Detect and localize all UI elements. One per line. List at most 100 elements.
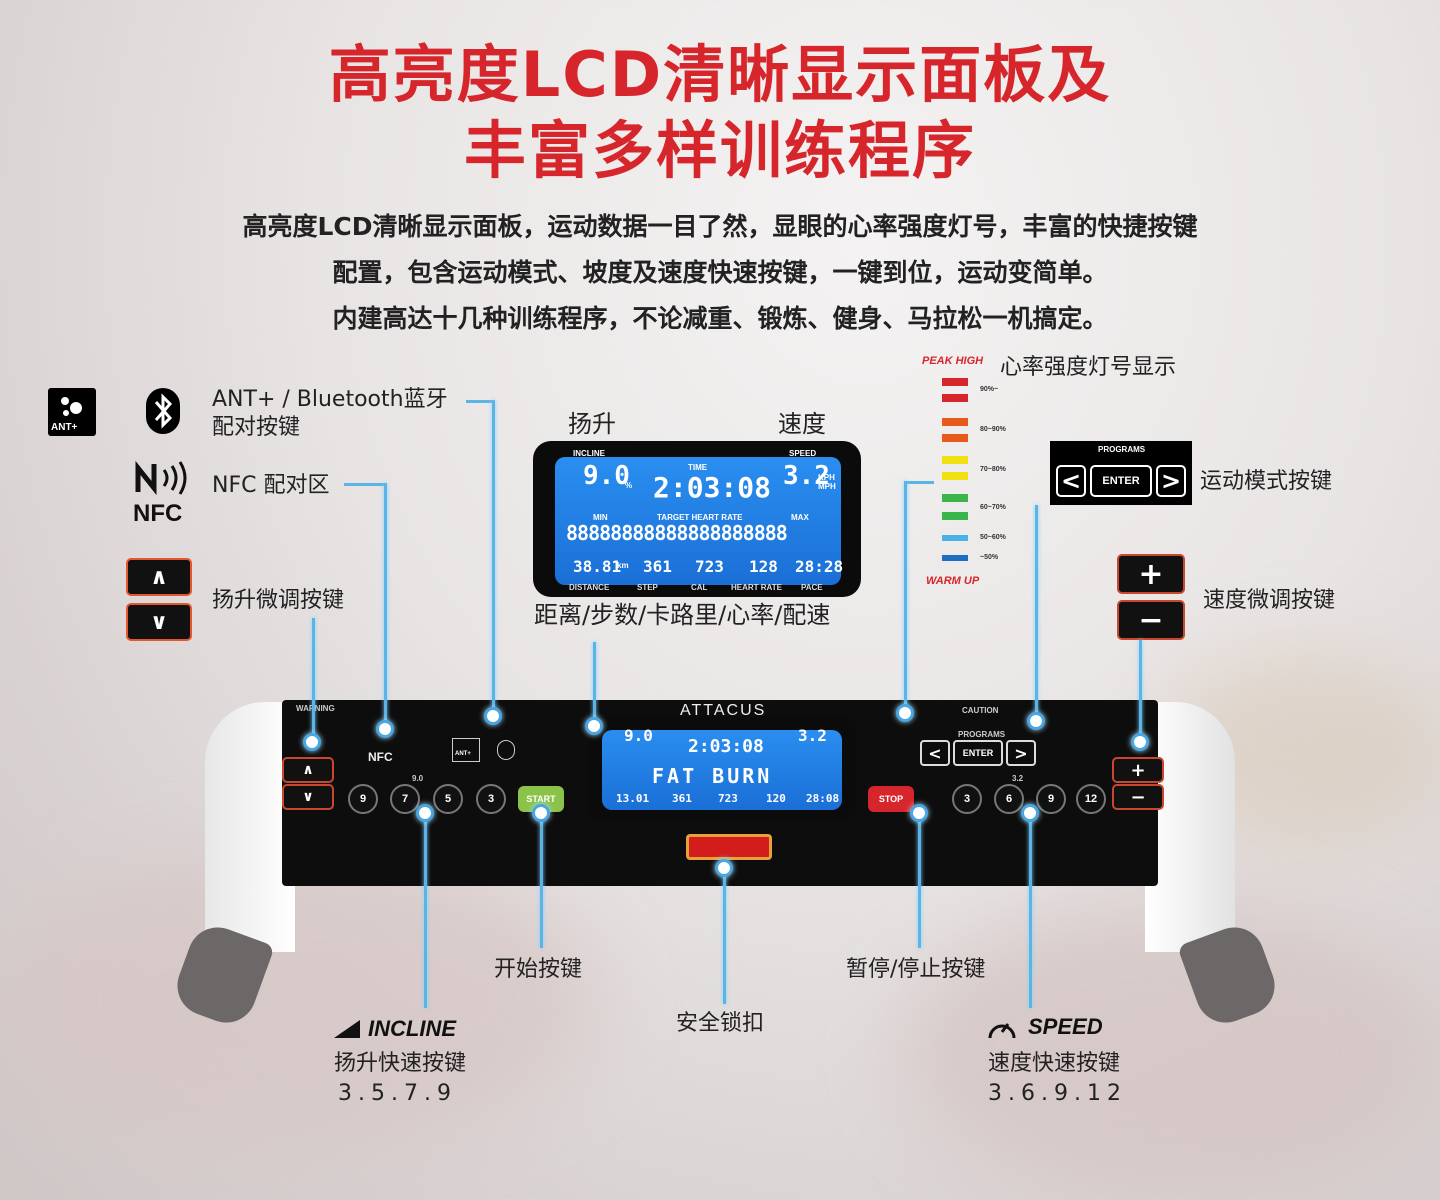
incline-5-button[interactable]: 5: [433, 784, 463, 814]
hr-bar-orange: [942, 434, 968, 442]
callout-line: [1035, 505, 1038, 721]
console-prog-right-button[interactable]: >: [1006, 740, 1036, 766]
left-handle: [205, 702, 295, 952]
hr-level: 90%~: [980, 386, 999, 393]
incline-3-button[interactable]: 3: [476, 784, 506, 814]
hr-level: 60~70%: [980, 504, 1006, 511]
console-ant-label: ANT+: [455, 751, 471, 757]
hr-bar-red: [942, 378, 968, 386]
console-incline: 9.0: [412, 774, 424, 783]
lcd-speed-label: SPEED: [789, 449, 817, 458]
speed-quick-values: 3.6.9.12: [988, 1081, 1127, 1106]
speed-label: 速度: [778, 410, 826, 438]
incline-7-button[interactable]: 7: [390, 784, 420, 814]
callout-dot: [484, 707, 502, 725]
incline-adjust-label: 扬升微调按键: [212, 588, 345, 613]
incline-up-button-icon: ∧: [126, 558, 192, 596]
callout-dot: [416, 804, 434, 822]
lcd-hr: 128: [749, 557, 778, 576]
callout-dot: [1131, 733, 1149, 751]
callout-line: [904, 481, 934, 484]
lcd-mph: MPH: [818, 482, 836, 491]
callout-line: [904, 481, 907, 713]
speed-quick-label: 速度快速按键: [988, 1051, 1121, 1076]
right-handle: [1145, 702, 1235, 952]
lcd-incline-value: 9.0: [583, 461, 630, 491]
ant-label: ANT+: [51, 422, 78, 433]
speed-adjust-label: 速度微调按键: [1203, 588, 1336, 613]
page-title: 高亮度LCD清晰显示面板及: [328, 38, 1112, 111]
callout-line: [424, 814, 427, 1008]
hr-bar-yellow: [942, 472, 968, 480]
lcd-time-label: TIME: [688, 463, 708, 472]
console-prog-left-button[interactable]: <: [920, 740, 950, 766]
lcd-dist-label: DISTANCE: [569, 583, 610, 592]
callout-line: [1029, 814, 1032, 1008]
lcd-pace-label: PACE: [801, 583, 823, 592]
incline-down-button-icon: ∨: [126, 603, 192, 641]
hr-warm-label: WARM UP: [926, 575, 980, 587]
nfc-icon: [132, 458, 192, 498]
lcd-cal-label: CAL: [691, 583, 708, 592]
speed-minus-icon: −: [1117, 600, 1185, 640]
incline-quick-label: 扬升快速按键: [334, 1051, 467, 1076]
hr-level: 50~60%: [980, 534, 1006, 541]
callout-dot: [715, 859, 733, 877]
console-incline-down-button[interactable]: ∨: [282, 784, 334, 810]
speed-quick-title: SPEED: [1028, 1014, 1103, 1039]
lcd-speed-value: 3.2: [783, 461, 830, 491]
hr-bar-orange: [942, 418, 968, 426]
callout-line: [312, 618, 315, 742]
hr-bar-lightblue: [942, 535, 968, 541]
callout-line: [344, 483, 386, 486]
bluetooth-icon: [146, 388, 180, 434]
lcd-hr-label: HEART RATE: [731, 583, 782, 592]
speed-6-button[interactable]: 6: [994, 784, 1024, 814]
nfc-label: NFC: [133, 500, 183, 527]
console-bluetooth-icon[interactable]: [497, 740, 515, 760]
ant-icon: ANT+: [48, 388, 96, 436]
incline-9-button[interactable]: 9: [348, 784, 378, 814]
console-lcd: 9.0 2:03:08 3.2 FAT BURN 13.01 361 723 1…: [588, 716, 856, 820]
nfc-pair-label: NFC 配对区: [212, 473, 330, 498]
console-incline-up-button[interactable]: ∧: [282, 757, 334, 783]
start-key-label: 开始按键: [494, 957, 583, 982]
lcd-step: 361: [643, 557, 672, 576]
hr-bar-green: [942, 512, 968, 520]
stop-key-label: 暂停/停止按键: [846, 957, 986, 982]
programs-left-icon: <: [1056, 465, 1086, 497]
hr-bar-yellow: [942, 456, 968, 464]
programs-panel: PROGRAMS < ENTER >: [1050, 441, 1192, 505]
callout-dot: [303, 733, 321, 751]
hr-bar-green: [942, 494, 968, 502]
console-incline-value: 9.0: [624, 726, 653, 745]
callout-line: [384, 483, 387, 729]
lcd-time-value: 2:03:08: [653, 471, 772, 504]
console-speed-minus-button[interactable]: −: [1112, 784, 1164, 810]
callout-dot: [896, 704, 914, 722]
hr-level: 80~90%: [980, 426, 1006, 433]
console-speed-plus-button[interactable]: +: [1112, 757, 1164, 783]
speed-9-button[interactable]: 9: [1036, 784, 1066, 814]
speed-3-button[interactable]: 3: [952, 784, 982, 814]
callout-line: [466, 400, 494, 403]
lcd-screen: [555, 457, 841, 585]
bg-blob: [0, 850, 600, 1150]
console-brand: ATTACUS: [680, 702, 767, 719]
speed-12-button[interactable]: 12: [1076, 784, 1106, 814]
console-nfc-label: NFC: [368, 750, 393, 764]
safety-key[interactable]: [686, 834, 772, 860]
stop-button[interactable]: STOP: [868, 786, 914, 812]
incline-label: 扬升: [568, 410, 616, 438]
lcd-pct: %: [625, 481, 633, 490]
lcd-bottom-label: 距离/步数/卡路里/心率/配速: [534, 601, 831, 629]
description-line: 配置，包含运动模式、坡度及速度快速按键，一键到位，运动变简单。: [332, 258, 1108, 287]
lcd-target-hr: TARGET HEART RATE: [657, 513, 743, 522]
lcd-step-label: STEP: [637, 583, 658, 592]
console-time-value: 2:03:08: [688, 736, 764, 757]
console-ant-icon[interactable]: ANT+: [452, 738, 480, 762]
console-speed: 3.2: [1012, 774, 1024, 783]
console-enter-button[interactable]: ENTER: [953, 740, 1003, 766]
lcd-min: MIN: [593, 513, 608, 522]
lcd-display: INCLINE SPEED 9.0 % TIME 2:03:08 3.2 KPH…: [533, 441, 861, 597]
